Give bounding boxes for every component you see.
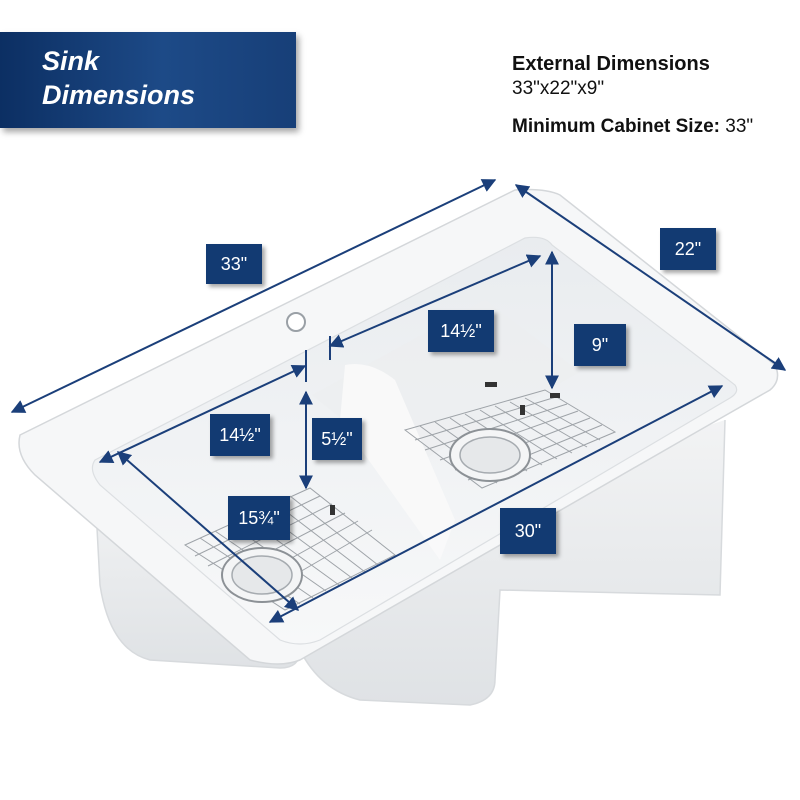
right-drain (449, 428, 531, 482)
label-overall-width: 22" (660, 228, 716, 270)
cabinet-size-label: Minimum Cabinet Size: (512, 116, 720, 137)
left-drain (221, 547, 303, 603)
grid-bumper-2 (550, 393, 560, 398)
arrow-bowls-total-length (268, 385, 724, 623)
title-line-2: Dimensions (42, 80, 196, 110)
label-depth: 9" (574, 324, 626, 366)
arrow-left-bowl-length (98, 365, 307, 463)
grid-bumper-4 (330, 505, 335, 515)
cabinet-size-value: 33" (725, 116, 754, 137)
label-divider-height: 5½" (312, 418, 362, 460)
external-dimensions-value: 33"x22"x9" (512, 78, 605, 99)
arrow-right-bowl-length (328, 254, 542, 348)
arrow-overall-length (10, 179, 497, 413)
grid-bumper-3 (520, 405, 525, 415)
label-left-bowl-length: 14½" (210, 414, 270, 456)
title-banner (0, 32, 296, 128)
page-title: Sink Dimensions (42, 44, 195, 112)
arrow-overall-width (514, 184, 787, 371)
arrow-left-bowl-width (116, 451, 300, 611)
title-line-1: Sink (42, 46, 100, 76)
label-bowls-total-length: 30" (500, 508, 556, 554)
minimum-cabinet-size: Minimum Cabinet Size: 33" (512, 116, 753, 138)
label-right-bowl-length: 14½" (428, 310, 494, 352)
grid-bumper-1 (485, 382, 497, 387)
label-left-bowl-width: 15¾" (228, 496, 290, 540)
external-dimensions-heading: External Dimensions (512, 53, 710, 75)
label-overall-length: 33" (206, 244, 262, 284)
